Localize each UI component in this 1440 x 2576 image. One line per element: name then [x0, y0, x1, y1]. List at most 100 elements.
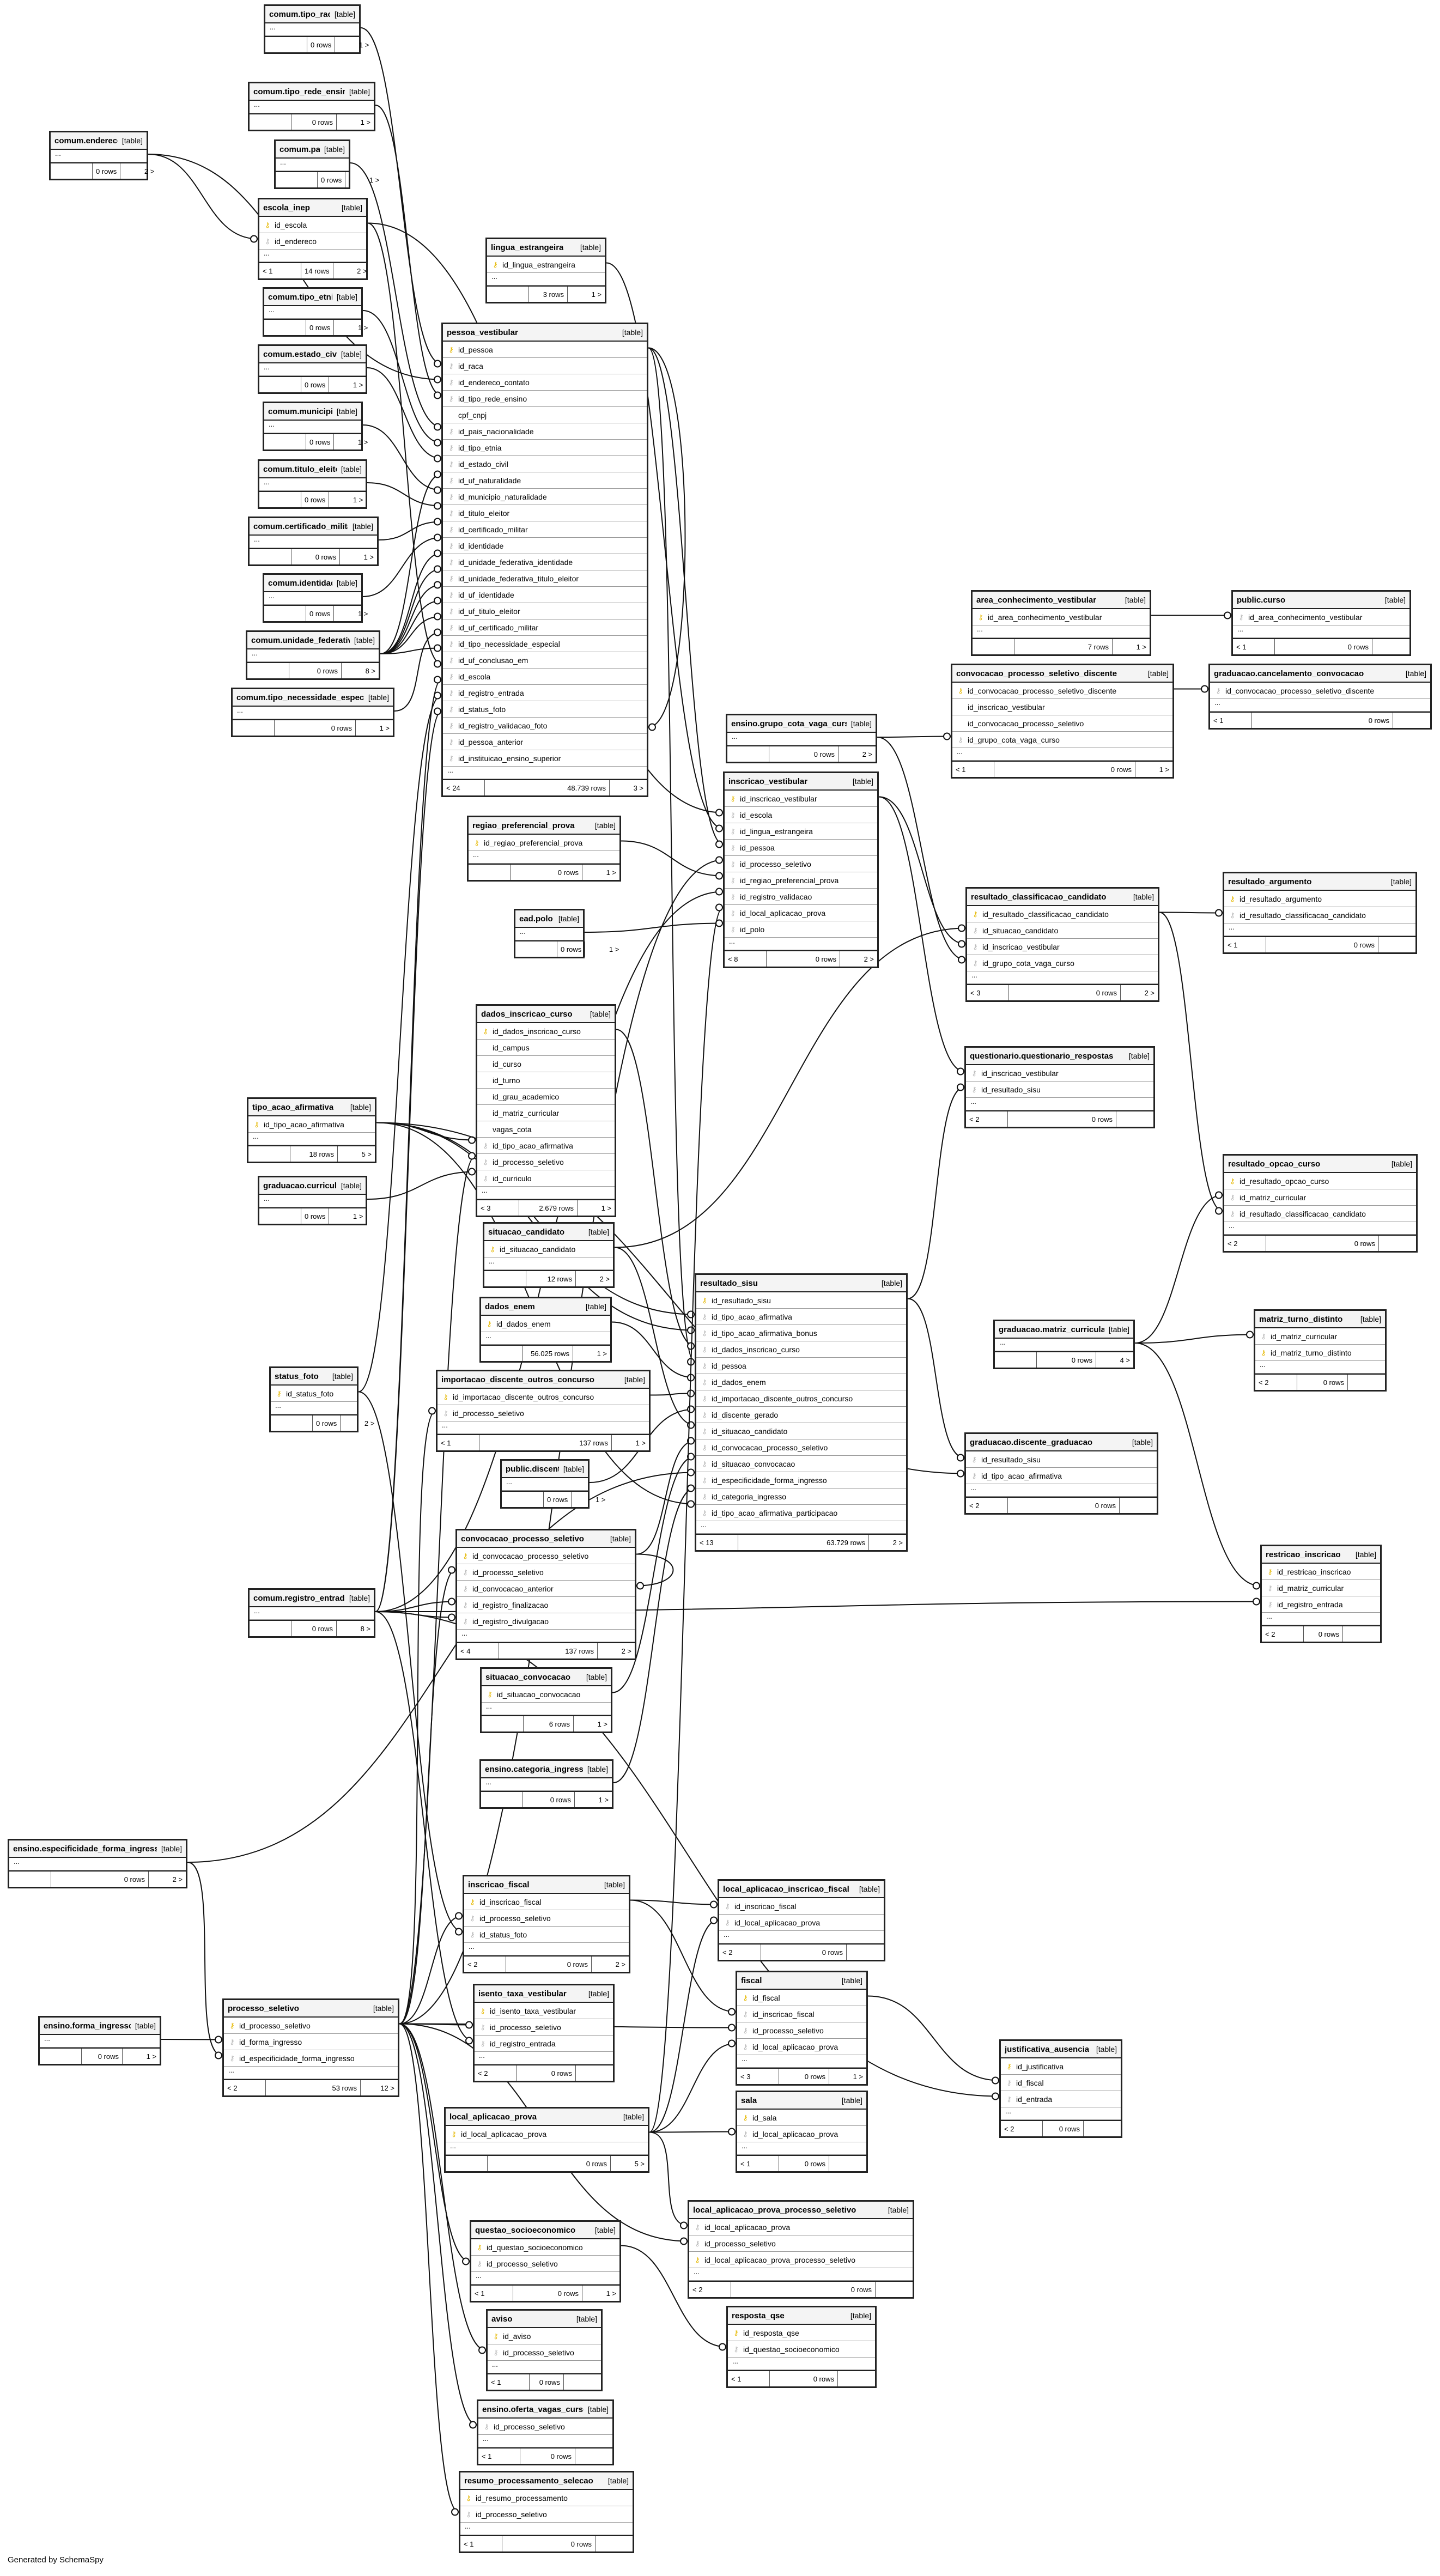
table-header[interactable]: comum.estado_civil[table]: [259, 346, 366, 363]
incoming-count[interactable]: < 1: [737, 2156, 779, 2171]
outgoing-count[interactable]: 1 >: [353, 495, 363, 504]
column-row[interactable]: ⚷id_aviso: [488, 2328, 601, 2344]
outgoing-count[interactable]: 2 >: [599, 1274, 610, 1283]
column-row[interactable]: ⚷id_tipo_acao_afirmativa: [696, 1309, 906, 1325]
table-local-aplicacao-prova-processo-seletivo[interactable]: local_aplicacao_prova_processo_seletivo[…: [688, 2200, 914, 2299]
column-row[interactable]: ⚷id_pessoa: [725, 840, 877, 856]
table-header[interactable]: public.curso[table]: [1233, 592, 1409, 609]
table-ensino-grupo-cota-vaga-curso[interactable]: ensino.grupo_cota_vaga_curso[table]...0 …: [726, 714, 877, 763]
column-row[interactable]: ⚷id_escola: [259, 217, 366, 233]
table-name[interactable]: isento_taxa_vestibular: [478, 1989, 567, 1998]
incoming-count[interactable]: [259, 377, 301, 392]
column-row[interactable]: ⚷id_inscricao_fiscal: [719, 1898, 884, 1915]
incoming-count[interactable]: < 1: [259, 263, 301, 278]
outgoing-count[interactable]: 2 >: [621, 1647, 631, 1655]
incoming-count[interactable]: [271, 1415, 313, 1431]
column-row[interactable]: ⚷id_estado_civil: [443, 456, 647, 472]
table-header[interactable]: dados_enem[table]: [481, 1298, 610, 1316]
column-row[interactable]: id_curso: [477, 1056, 615, 1072]
outgoing-count[interactable]: 1 >: [595, 1495, 606, 1504]
table-resultado-classificacao-candidato[interactable]: resultado_classificacao_candidato[table]…: [965, 887, 1159, 1002]
table-header[interactable]: local_aplicacao_prova[table]: [446, 2109, 648, 2126]
table-name[interactable]: escola_inep: [263, 203, 310, 212]
column-row[interactable]: ⚷id_tipo_acao_afirmativa: [248, 1116, 375, 1133]
column-row[interactable]: ⚷id_processo_seletivo: [460, 2506, 633, 2523]
table-header[interactable]: resultado_sisu[table]: [696, 1275, 906, 1292]
outgoing-count[interactable]: 2 >: [862, 750, 872, 758]
outgoing-count[interactable]: 1 >: [359, 40, 369, 49]
incoming-count[interactable]: < 2: [966, 1498, 1008, 1513]
column-row[interactable]: ⚷id_grupo_cota_vaga_curso: [967, 955, 1158, 971]
table-dados-enem[interactable]: dados_enem[table]⚷id_dados_enem...56.025…: [479, 1297, 612, 1363]
column-row[interactable]: ⚷id_registro_entrada: [1262, 1596, 1380, 1613]
table-graduacao-cancelamento-convocacao[interactable]: graduacao.cancelamento_convocacao[table]…: [1208, 664, 1432, 730]
incoming-count[interactable]: [481, 1346, 523, 1361]
column-row[interactable]: ⚷id_unidade_federativa_titulo_eleitor: [443, 570, 647, 587]
column-row[interactable]: ⚷id_endereco: [259, 233, 366, 250]
table-local-aplicacao-prova[interactable]: local_aplicacao_prova[table]⚷id_local_ap…: [444, 2107, 649, 2173]
table-name[interactable]: convocacao_processo_seletivo_discente: [956, 669, 1117, 678]
column-row[interactable]: ⚷id_processo_seletivo: [464, 1910, 629, 1927]
table-tipo-acao-afirmativa[interactable]: tipo_acao_afirmativa[table]⚷id_tipo_acao…: [247, 1097, 376, 1163]
column-row[interactable]: ⚷id_fiscal: [1001, 2075, 1121, 2091]
column-row[interactable]: ⚷id_uf_titulo_eleitor: [443, 603, 647, 619]
column-row[interactable]: ⚷id_local_aplicacao_prova: [719, 1915, 884, 1931]
table-resultado-opcao-curso[interactable]: resultado_opcao_curso[table]⚷id_resultad…: [1223, 1154, 1418, 1253]
incoming-count[interactable]: < 2: [1255, 1375, 1297, 1390]
column-row[interactable]: ⚷id_tipo_acao_afirmativa: [966, 1468, 1157, 1484]
column-row[interactable]: ⚷id_entrada: [1001, 2091, 1121, 2107]
outgoing-count[interactable]: 1 >: [853, 2072, 863, 2081]
outgoing-count[interactable]: [1348, 1375, 1385, 1390]
table-header[interactable]: comum.tipo_necessidade_especial[table]: [233, 689, 393, 707]
table-name[interactable]: questao_socioeconomico: [475, 2225, 576, 2235]
outgoing-count[interactable]: 2 >: [144, 167, 155, 175]
column-row[interactable]: ⚷id_discente_gerado: [696, 1407, 906, 1423]
table-name[interactable]: ensino.grupo_cota_vaga_curso: [731, 719, 847, 728]
column-row[interactable]: ⚷id_raca: [443, 358, 647, 374]
column-row[interactable]: id_convocacao_processo_seletivo: [952, 715, 1172, 732]
column-row[interactable]: id_matriz_curricular: [477, 1105, 615, 1121]
table-ensino-categoria-ingresso[interactable]: ensino.categoria_ingresso[table]...0 row…: [479, 1759, 613, 1809]
table-inscricao-vestibular[interactable]: inscricao_vestibular[table]⚷id_inscricao…: [723, 771, 879, 968]
incoming-count[interactable]: [248, 1146, 290, 1162]
column-row[interactable]: ⚷id_titulo_eleitor: [443, 505, 647, 521]
incoming-count[interactable]: [727, 746, 769, 762]
outgoing-count[interactable]: 1 >: [606, 2289, 616, 2298]
table-name[interactable]: comum.titulo_eleitor: [263, 464, 337, 474]
column-row[interactable]: ⚷id_importacao_discente_outros_concurso: [438, 1389, 649, 1405]
table-name[interactable]: comum.endereco: [54, 136, 118, 145]
column-row[interactable]: ⚷id_isento_taxa_vestibular: [475, 2003, 613, 2019]
column-row[interactable]: ⚷id_registro_divulgacao: [457, 1613, 635, 1630]
column-row[interactable]: ⚷id_processo_seletivo: [737, 2022, 866, 2039]
column-row[interactable]: ⚷id_resultado_argumento: [1224, 891, 1415, 907]
outgoing-count[interactable]: 1 >: [601, 1204, 611, 1212]
incoming-count[interactable]: < 1: [438, 1435, 479, 1450]
column-row[interactable]: ⚷id_grupo_cota_vaga_curso: [952, 732, 1172, 748]
table-name[interactable]: resultado_opcao_curso: [1228, 1159, 1321, 1169]
table-header[interactable]: regiao_preferencial_prova[table]: [469, 817, 619, 835]
incoming-count[interactable]: [515, 941, 557, 957]
column-row[interactable]: ⚷id_restricao_inscricao: [1262, 1564, 1380, 1580]
outgoing-count[interactable]: [1343, 1626, 1380, 1642]
column-row[interactable]: ⚷id_registro_entrada: [443, 685, 647, 701]
column-row[interactable]: ⚷id_matriz_curricular: [1262, 1580, 1380, 1596]
outgoing-count[interactable]: 2 >: [364, 1419, 375, 1427]
table-name[interactable]: graduacao.discente_graduacao: [970, 1437, 1093, 1447]
table-header[interactable]: ensino.categoria_ingresso[table]: [481, 1761, 612, 1778]
column-row[interactable]: ⚷id_especificidade_forma_ingresso: [224, 2050, 398, 2067]
column-row[interactable]: ⚷id_pessoa: [696, 1358, 906, 1374]
incoming-count[interactable]: < 2: [1001, 2121, 1043, 2136]
table-name[interactable]: questionario.questionario_respostas: [970, 1051, 1114, 1061]
table-name[interactable]: importacao_discente_outros_concurso: [441, 1375, 594, 1384]
incoming-count[interactable]: < 2: [224, 2080, 266, 2095]
incoming-count[interactable]: [276, 172, 318, 187]
table-header[interactable]: comum.titulo_eleitor[table]: [259, 461, 366, 478]
outgoing-count[interactable]: [838, 2371, 875, 2386]
column-row[interactable]: ⚷id_tipo_etnia: [443, 440, 647, 456]
table-name[interactable]: ensino.categoria_ingresso: [485, 1764, 583, 1774]
column-row[interactable]: ⚷id_municipio_naturalidade: [443, 489, 647, 505]
table-name[interactable]: local_aplicacao_prova_processo_seletivo: [693, 2205, 856, 2215]
